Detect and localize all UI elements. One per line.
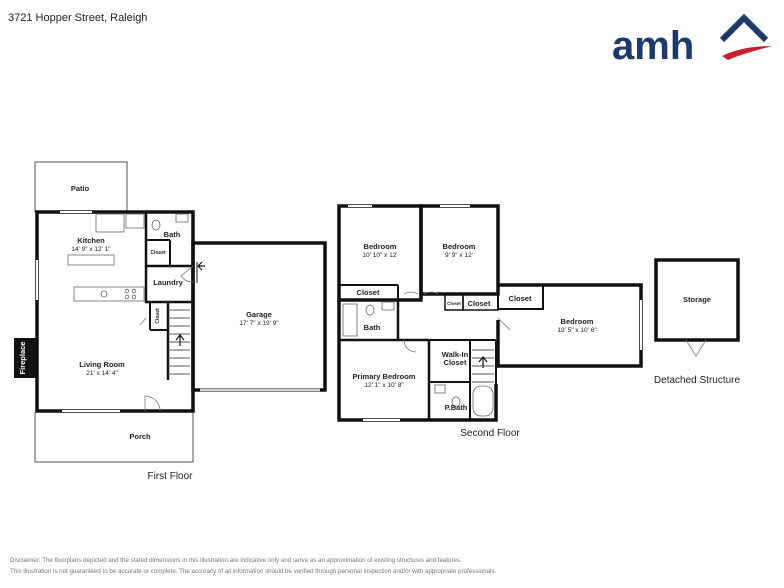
porch-label: Porch	[129, 432, 151, 441]
p-bath-label: P.Bath	[445, 403, 468, 412]
bedroom-2-label: Bedroom	[443, 242, 476, 251]
porch-area	[34, 412, 194, 463]
bedroom-3-wall	[496, 283, 643, 368]
second-floor-label: Second Floor	[460, 428, 520, 439]
toilet-icon	[151, 219, 161, 231]
stairs-up-arrow-icon	[175, 334, 185, 346]
second-floor-stairs	[472, 349, 494, 383]
detached-structure	[654, 258, 740, 357]
laundry-wall	[144, 266, 193, 304]
walk-in-closet-label-1: Walk-In	[442, 350, 469, 359]
closet-3-label: Closet	[509, 294, 532, 303]
kitchen-label: Kitchen	[77, 236, 105, 245]
first-closet-upper-label: Closet	[150, 250, 166, 256]
sink-icon-3	[434, 384, 446, 394]
living-room-label: Living Room	[79, 360, 125, 369]
bedroom-3-dims: 19' 5" x 10' 6"	[557, 327, 597, 334]
first-floor-stairs	[168, 309, 190, 375]
primary-bedroom-dims: 12' 1" x 10' 8"	[364, 382, 404, 389]
stairs-up-arrow-icon-2	[478, 356, 488, 368]
kitchen-dims: 14' 9" x 12' 1"	[71, 246, 111, 253]
logo-swoosh-icon	[722, 46, 772, 60]
bathtub-icon	[342, 303, 358, 337]
bedroom-1-label: Bedroom	[364, 242, 397, 251]
disclaimer: Disclaimer: The floorplans depicted and …	[10, 555, 770, 577]
storage-label: Storage	[683, 295, 711, 304]
property-address: 3721 Hopper Street, Raleigh	[8, 12, 148, 24]
kitchen-island	[67, 254, 115, 266]
bedroom-3-label: Bedroom	[561, 317, 594, 326]
bedroom-1-dims: 10' 10" x 12'	[362, 252, 397, 259]
first-floor	[14, 161, 327, 463]
first-closet-lower-label: Closet	[155, 308, 161, 324]
bedroom-2-dims: 9' 9" x 12'	[445, 252, 473, 259]
logo-roof-icon	[719, 13, 769, 43]
first-bath-label: Bath	[164, 230, 181, 239]
bathtub-icon-2	[472, 385, 494, 417]
closet-2-label: Closet	[468, 299, 491, 308]
primary-bedroom-label: Primary Bedroom	[353, 372, 416, 381]
closet-small-label: Closet	[447, 301, 461, 306]
garage-dims: 17' 7" x 19' 9"	[239, 320, 279, 327]
second-floor	[337, 204, 643, 422]
fireplace-label: Fireplace	[18, 342, 27, 375]
disclaimer-line-2: This illustration is not guaranteed to b…	[10, 568, 497, 575]
storage-wall	[654, 258, 740, 342]
laundry-label: Laundry	[153, 278, 183, 287]
second-bath-label: Bath	[364, 323, 381, 332]
logo-text: amh	[612, 24, 694, 64]
living-room-dims: 21' x 14' 4"	[86, 370, 118, 377]
disclaimer-line-1: Disclaimer: The floorplans depicted and …	[10, 557, 462, 564]
fireplace-block	[14, 338, 36, 378]
detached-structure-label: Detached Structure	[654, 375, 741, 386]
patio-label: Patio	[71, 184, 90, 193]
entry-arrow-icon	[197, 261, 205, 271]
sink-icon-2	[381, 301, 395, 311]
garage-label: Garage	[246, 310, 272, 319]
kitchen-counter-top	[95, 213, 125, 233]
walk-in-closet-label-2: Closet	[444, 358, 467, 367]
toilet-icon-3	[451, 396, 461, 408]
toilet-icon-2	[365, 304, 375, 316]
closet-1-label: Closet	[357, 288, 380, 297]
amh-logo: amh	[612, 13, 772, 64]
sink-icon	[175, 213, 189, 223]
first-floor-label: First Floor	[148, 471, 194, 482]
